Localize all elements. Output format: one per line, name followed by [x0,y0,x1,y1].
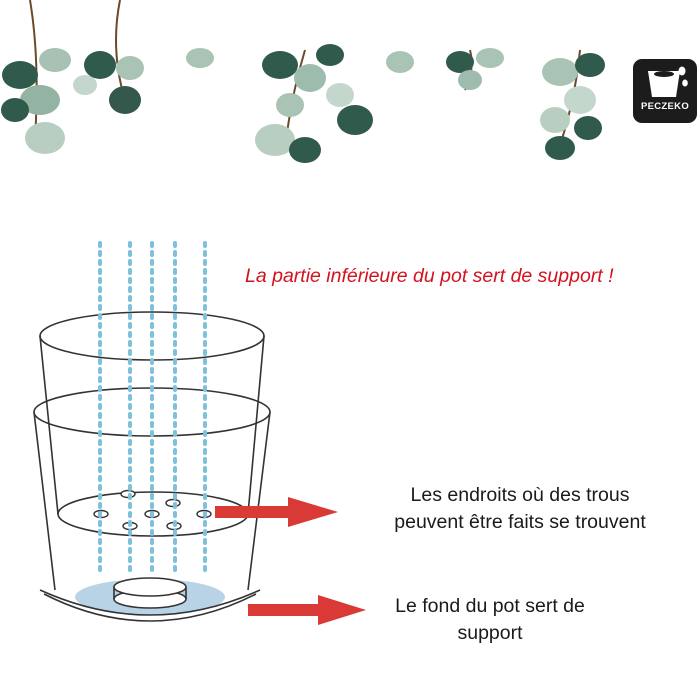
callout-holes-line1: Les endroits où des trous [410,484,630,506]
callout-holes: Les endroits où des trous peuvent être f… [350,482,690,536]
water-flow [98,241,207,577]
headline: La partie inférieure du pot sert de supp… [245,265,614,287]
eucalyptus-leaves-decoration [1,0,605,163]
pot-logo-icon [648,66,688,97]
pot-diagram [33,241,366,625]
right-arrow-icon [248,595,366,625]
callout-bottom-line2: support [457,622,523,644]
callout-bottom: Le fond du pot sert de support [355,593,625,647]
support-disc [113,577,187,609]
inner-pot [39,311,265,537]
right-arrow-icon [215,497,338,527]
brand-logo: PECZEKO [633,59,697,123]
callout-bottom-line1: Le fond du pot sert de [395,595,585,617]
brand-logo-text: PECZEKO [640,101,690,112]
callout-holes-line2: peuvent être faits se trouvent [394,511,646,533]
